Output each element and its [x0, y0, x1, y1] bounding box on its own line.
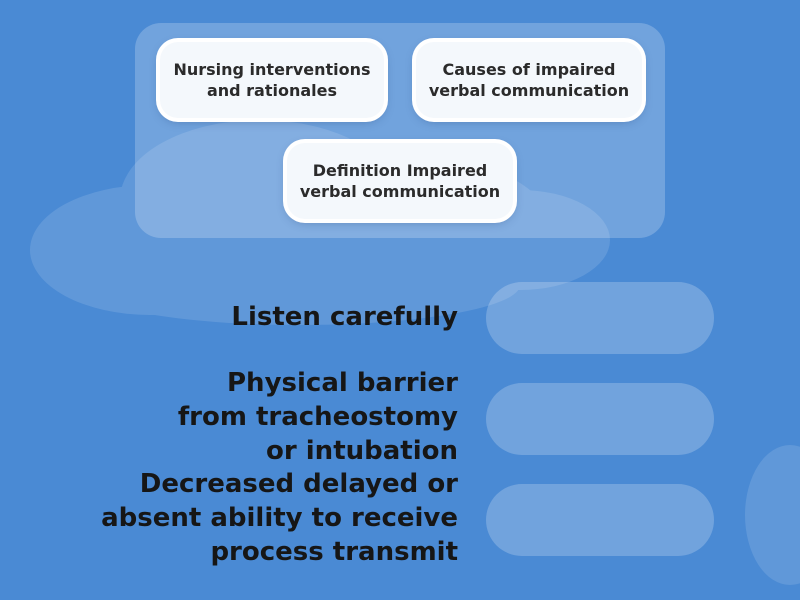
- answer-tile-label: Causes of impaired verbal communication: [428, 60, 630, 100]
- answer-tile-nursing-interventions[interactable]: Nursing interventions and rationales: [160, 42, 384, 118]
- drop-slot-2[interactable]: [486, 383, 714, 455]
- answer-tile-label: Nursing interventions and rationales: [173, 60, 371, 100]
- answer-tile-label: Definition Impaired verbal communication: [299, 161, 501, 201]
- answer-tile-definition[interactable]: Definition Impaired verbal communication: [287, 143, 513, 219]
- drop-slot-3[interactable]: [486, 484, 714, 556]
- prompt-listen-carefully: Listen carefully: [231, 302, 458, 332]
- prompt-decreased-ability: Decreased delayed or absent ability to r…: [101, 469, 458, 567]
- drop-slot-1[interactable]: [486, 282, 714, 354]
- prompt-physical-barrier: Physical barrier from tracheostomy or in…: [177, 368, 458, 466]
- answer-tile-causes[interactable]: Causes of impaired verbal communication: [416, 42, 642, 118]
